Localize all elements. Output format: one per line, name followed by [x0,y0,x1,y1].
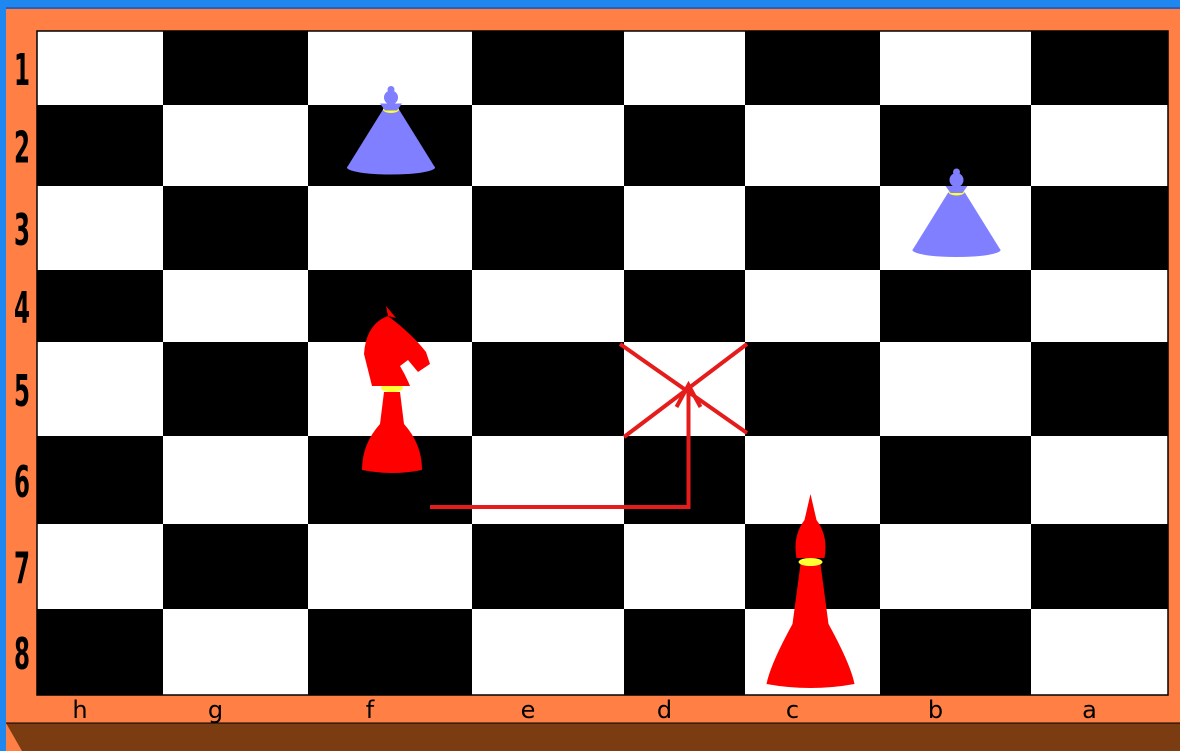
file-label-b: b [928,696,943,724]
rank-label-5: 5 [14,366,30,417]
square-d2[interactable] [624,105,745,186]
square-h4[interactable] [37,270,163,342]
square-d3[interactable] [624,186,745,270]
square-h7[interactable] [37,524,163,609]
square-f8[interactable] [308,609,472,695]
rank-label-8: 8 [14,629,30,680]
square-d4[interactable] [624,270,745,342]
square-c3[interactable] [745,186,880,270]
square-g7[interactable] [163,524,308,609]
square-b1[interactable] [880,31,1031,105]
square-e5[interactable] [472,342,624,436]
square-b7[interactable] [880,524,1031,609]
rank-label-3: 3 [14,205,30,256]
board-squares [37,31,1168,695]
square-h8[interactable] [37,609,163,695]
rank-label-2: 2 [14,123,30,174]
board-base [6,723,1180,751]
rank-label-7: 7 [14,544,30,595]
square-a3[interactable] [1031,186,1168,270]
square-c1[interactable] [745,31,880,105]
file-label-d: d [657,696,672,724]
square-a8[interactable] [1031,609,1168,695]
square-g4[interactable] [163,270,308,342]
file-label-f: f [366,696,375,724]
square-e8[interactable] [472,609,624,695]
square-g5[interactable] [163,342,308,436]
square-h3[interactable] [37,186,163,270]
square-d6[interactable] [624,436,745,524]
square-b6[interactable] [880,436,1031,524]
file-label-g: g [208,696,223,724]
square-e7[interactable] [472,524,624,609]
square-f7[interactable] [308,524,472,609]
file-label-c: c [786,696,799,724]
square-e6[interactable] [472,436,624,524]
square-c2[interactable] [745,105,880,186]
square-g2[interactable] [163,105,308,186]
square-e2[interactable] [472,105,624,186]
square-b5[interactable] [880,342,1031,436]
square-a1[interactable] [1031,31,1168,105]
square-c5[interactable] [745,342,880,436]
file-label-a: a [1082,696,1097,724]
square-g6[interactable] [163,436,308,524]
square-b8[interactable] [880,609,1031,695]
square-g1[interactable] [163,31,308,105]
square-f3[interactable] [308,186,472,270]
square-h5[interactable] [37,342,163,436]
square-c4[interactable] [745,270,880,342]
rank-label-1: 1 [14,45,30,96]
square-a5[interactable] [1031,342,1168,436]
square-b4[interactable] [880,270,1031,342]
square-d7[interactable] [624,524,745,609]
rank-labels: 1 2 3 4 5 6 7 8 [14,45,30,680]
rank-label-6: 6 [14,457,30,508]
square-d1[interactable] [624,31,745,105]
square-a7[interactable] [1031,524,1168,609]
square-a4[interactable] [1031,270,1168,342]
square-e1[interactable] [472,31,624,105]
square-d8[interactable] [624,609,745,695]
file-label-e: e [521,696,536,724]
square-e3[interactable] [472,186,624,270]
square-e4[interactable] [472,270,624,342]
square-h1[interactable] [37,31,163,105]
square-g8[interactable] [163,609,308,695]
square-a2[interactable] [1031,105,1168,186]
square-h6[interactable] [37,436,163,524]
rank-label-4: 4 [14,283,30,334]
square-a6[interactable] [1031,436,1168,524]
square-g3[interactable] [163,186,308,270]
file-label-h: h [72,696,87,724]
square-h2[interactable] [37,105,163,186]
